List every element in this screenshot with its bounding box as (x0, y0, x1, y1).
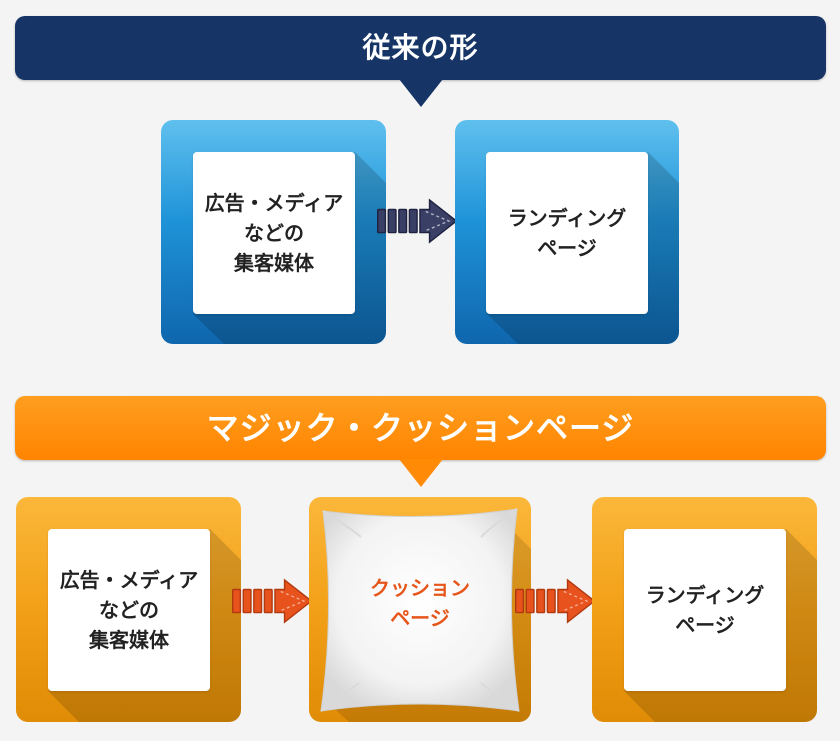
magic-cushion-title: マジック・クッションページ (206, 409, 635, 447)
cushion-page-label: クッション ページ (370, 576, 470, 630)
traditional-flow-arrow (377, 199, 458, 243)
traditional-media-tile: 広告・メディア などの 集客媒体 (161, 120, 386, 344)
cushion-to-landing-arrow (514, 579, 596, 623)
magic-landing-card: ランディング ページ (624, 529, 786, 691)
magic-banner-pointer (399, 459, 443, 487)
magic-media-card: 広告・メディア などの 集客媒体 (48, 529, 210, 691)
traditional-landing-card: ランディング ページ (486, 152, 648, 314)
traditional-flow-title: 従来の形 (362, 31, 479, 64)
magic-media-tile: 広告・メディア などの 集客媒体 (16, 497, 241, 722)
magic-landing-label: ランディング ページ (645, 583, 765, 637)
traditional-flow-banner: 従来の形 (15, 16, 826, 80)
traditional-landing-label: ランディング ページ (507, 206, 627, 260)
cushion-pillow-illustration (320, 508, 520, 712)
traditional-media-card: 広告・メディア などの 集客媒体 (193, 152, 355, 314)
traditional-banner-pointer (399, 79, 443, 107)
magic-media-label: 広告・メディア などの 集客媒体 (59, 568, 199, 652)
magic-landing-tile: ランディング ページ (592, 497, 817, 722)
magic-cushion-banner: マジック・クッションページ (15, 396, 826, 460)
traditional-media-label: 広告・メディア などの 集客媒体 (204, 191, 344, 275)
magic-cushion-tile: クッション ページ (309, 497, 531, 722)
media-to-cushion-arrow (232, 579, 313, 623)
traditional-landing-tile: ランディング ページ (455, 120, 679, 344)
